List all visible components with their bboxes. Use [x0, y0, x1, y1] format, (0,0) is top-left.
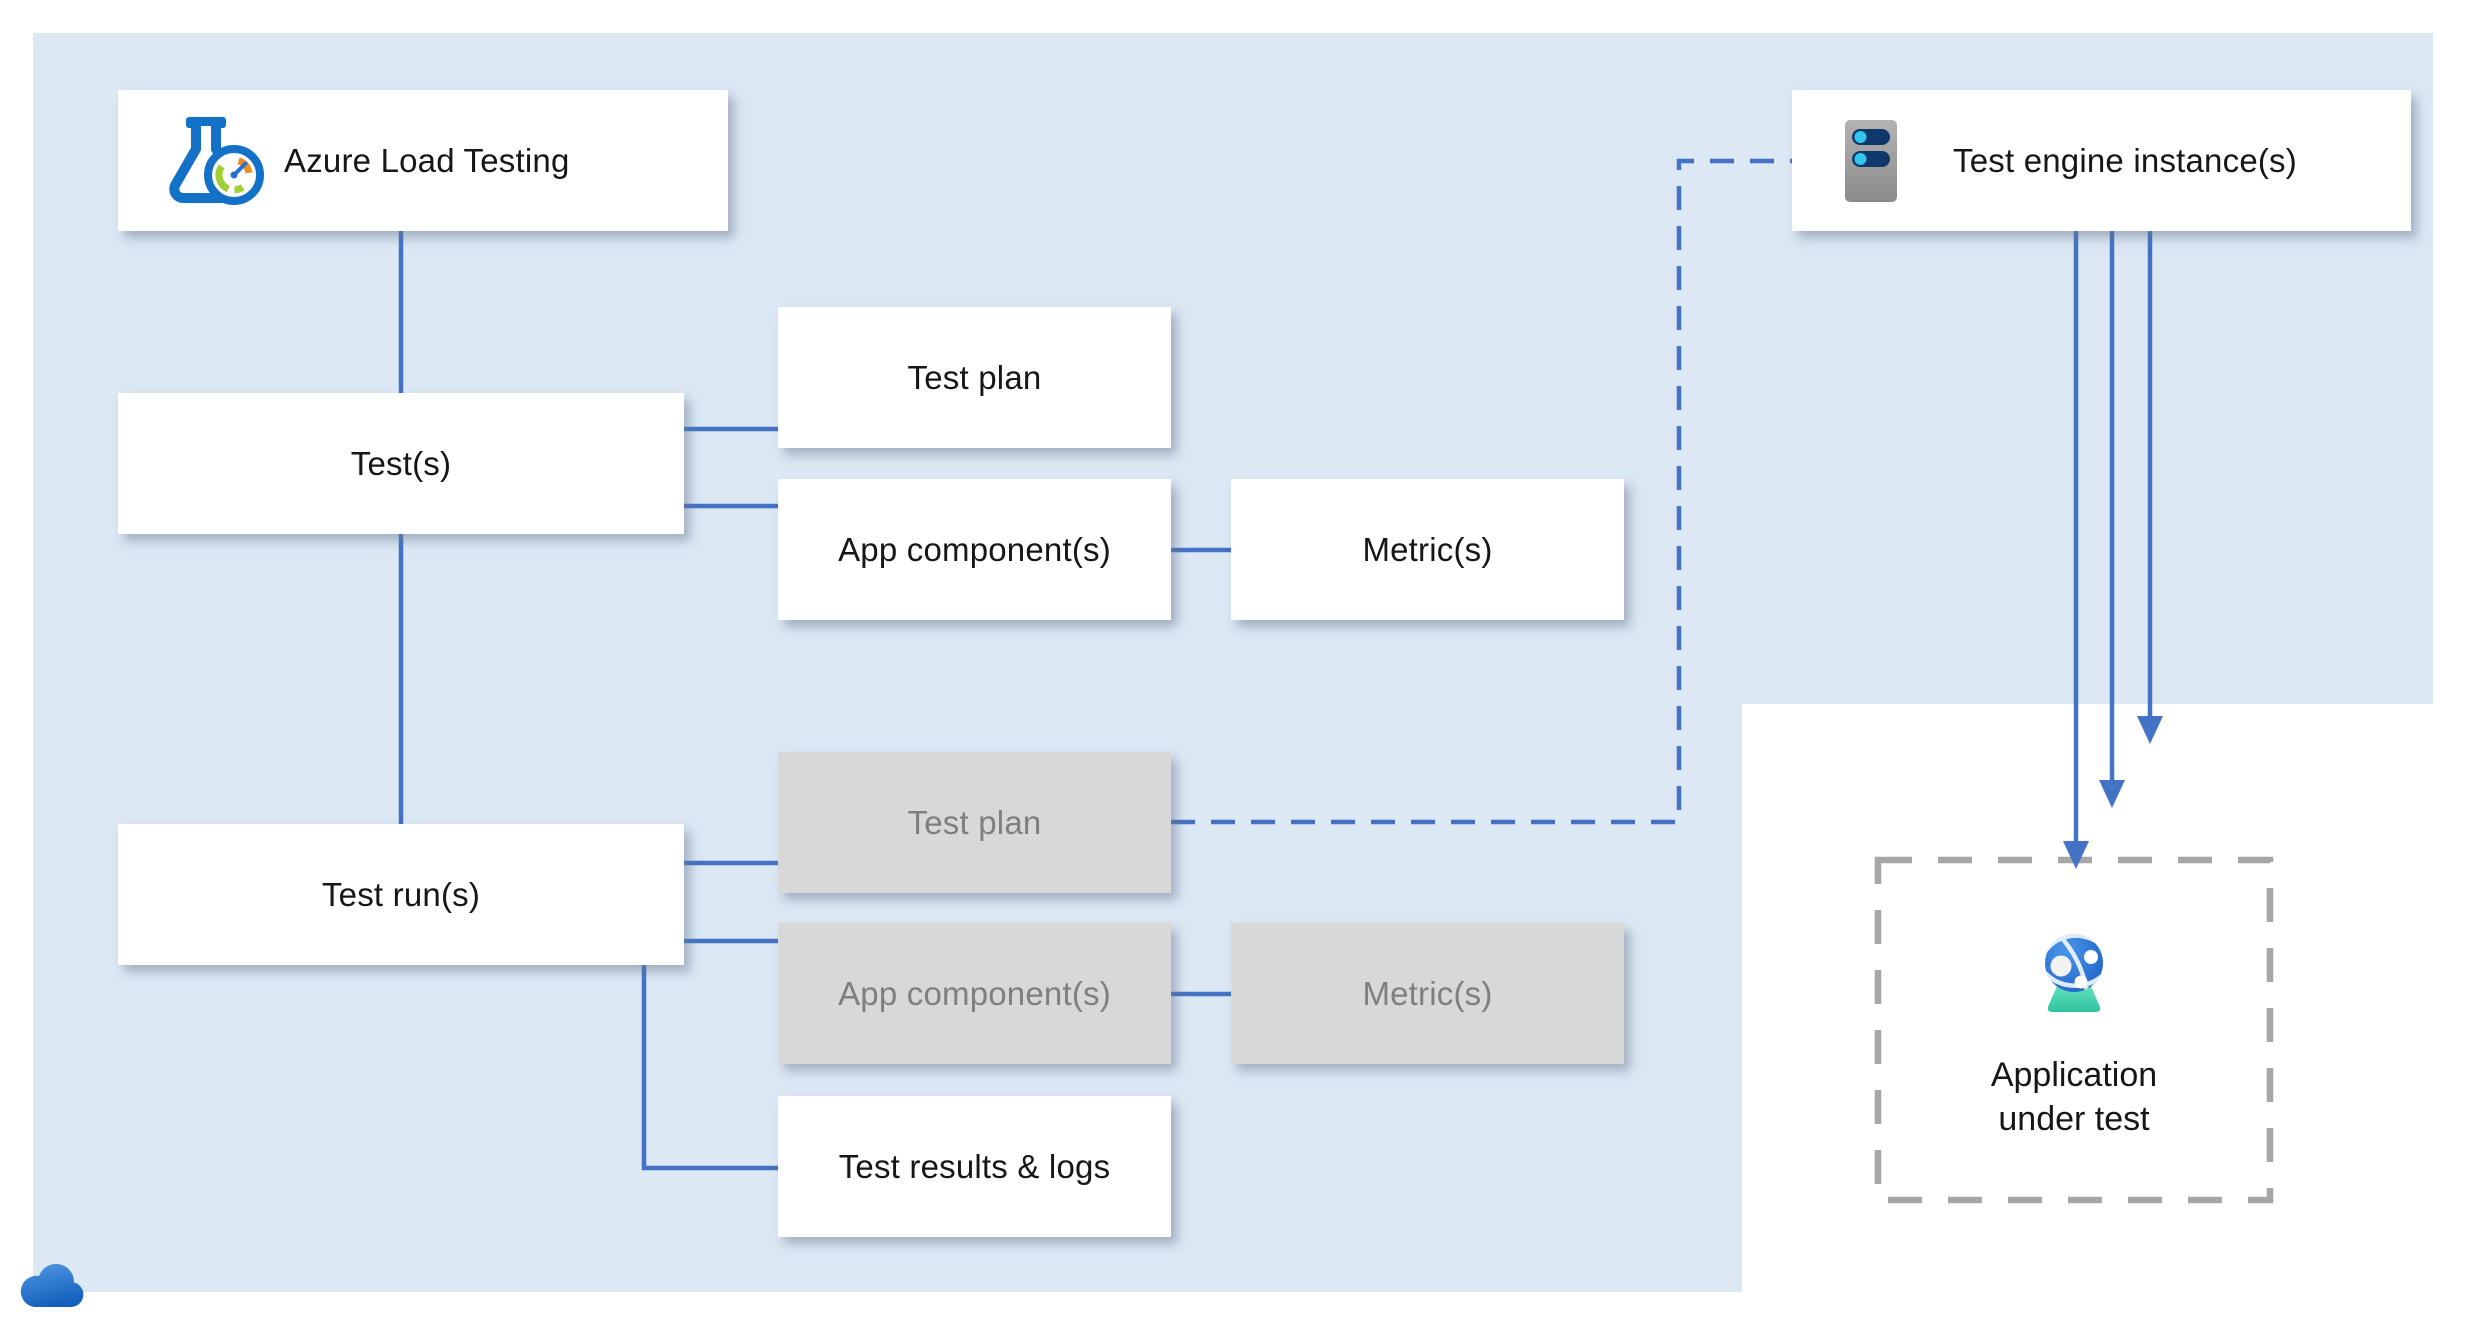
node-azure-load-testing: Azure Load Testing — [118, 90, 728, 231]
application-under-test-line1: Application — [1990, 1056, 2158, 1094]
connector-test-plan-to-test-engine-dashed — [1171, 158, 1792, 825]
node-test-runs-label: Test run(s) — [321, 875, 481, 913]
application-under-test-dashed-border — [1874, 856, 2274, 1204]
node-test-runs: Test run(s) — [118, 824, 684, 965]
node-test-engine-instances-label: Test engine instance(s) — [1953, 141, 2297, 179]
arrowhead-3 — [2137, 716, 2163, 744]
node-test-plan: Test plan — [778, 307, 1171, 448]
arrowhead-1 — [2063, 841, 2089, 869]
node-application-under-test-label: Application under test — [1991, 1053, 2157, 1141]
node-app-components-dimmed: App component(s) — [778, 923, 1171, 1064]
node-tests: Test(s) — [118, 393, 684, 534]
node-azure-load-testing-label: Azure Load Testing — [284, 141, 570, 179]
node-app-components: App component(s) — [778, 479, 1171, 620]
load-testing-flask-gauge-icon — [169, 116, 264, 205]
cloud-icon — [20, 1263, 84, 1307]
app-service-globe-icon — [2045, 934, 2103, 1012]
node-test-engine-instances: Test engine instance(s) — [1792, 90, 2411, 231]
node-metrics-label: Metric(s) — [1362, 530, 1493, 568]
node-test-plan-dimmed: Test plan — [778, 752, 1171, 893]
node-test-plan-label: Test plan — [907, 358, 1042, 396]
node-metrics-dimmed: Metric(s) — [1231, 923, 1624, 1064]
node-application-under-test: Application under test — [1878, 860, 2270, 1200]
arrowhead-2 — [2099, 780, 2125, 808]
node-app-components-label: App component(s) — [838, 530, 1111, 568]
node-app-components-dimmed-label: App component(s) — [838, 974, 1111, 1012]
node-metrics: Metric(s) — [1231, 479, 1624, 620]
node-metrics-dimmed-label: Metric(s) — [1362, 974, 1493, 1012]
application-under-test-line2: under test — [1998, 1100, 2150, 1138]
node-test-results-logs: Test results & logs — [778, 1096, 1171, 1237]
node-test-plan-dimmed-label: Test plan — [907, 803, 1042, 841]
connector-test-runs-to-test-results — [641, 965, 778, 1171]
server-icon — [1845, 119, 1897, 202]
node-tests-label: Test(s) — [350, 444, 452, 482]
node-test-results-logs-label: Test results & logs — [838, 1147, 1111, 1185]
